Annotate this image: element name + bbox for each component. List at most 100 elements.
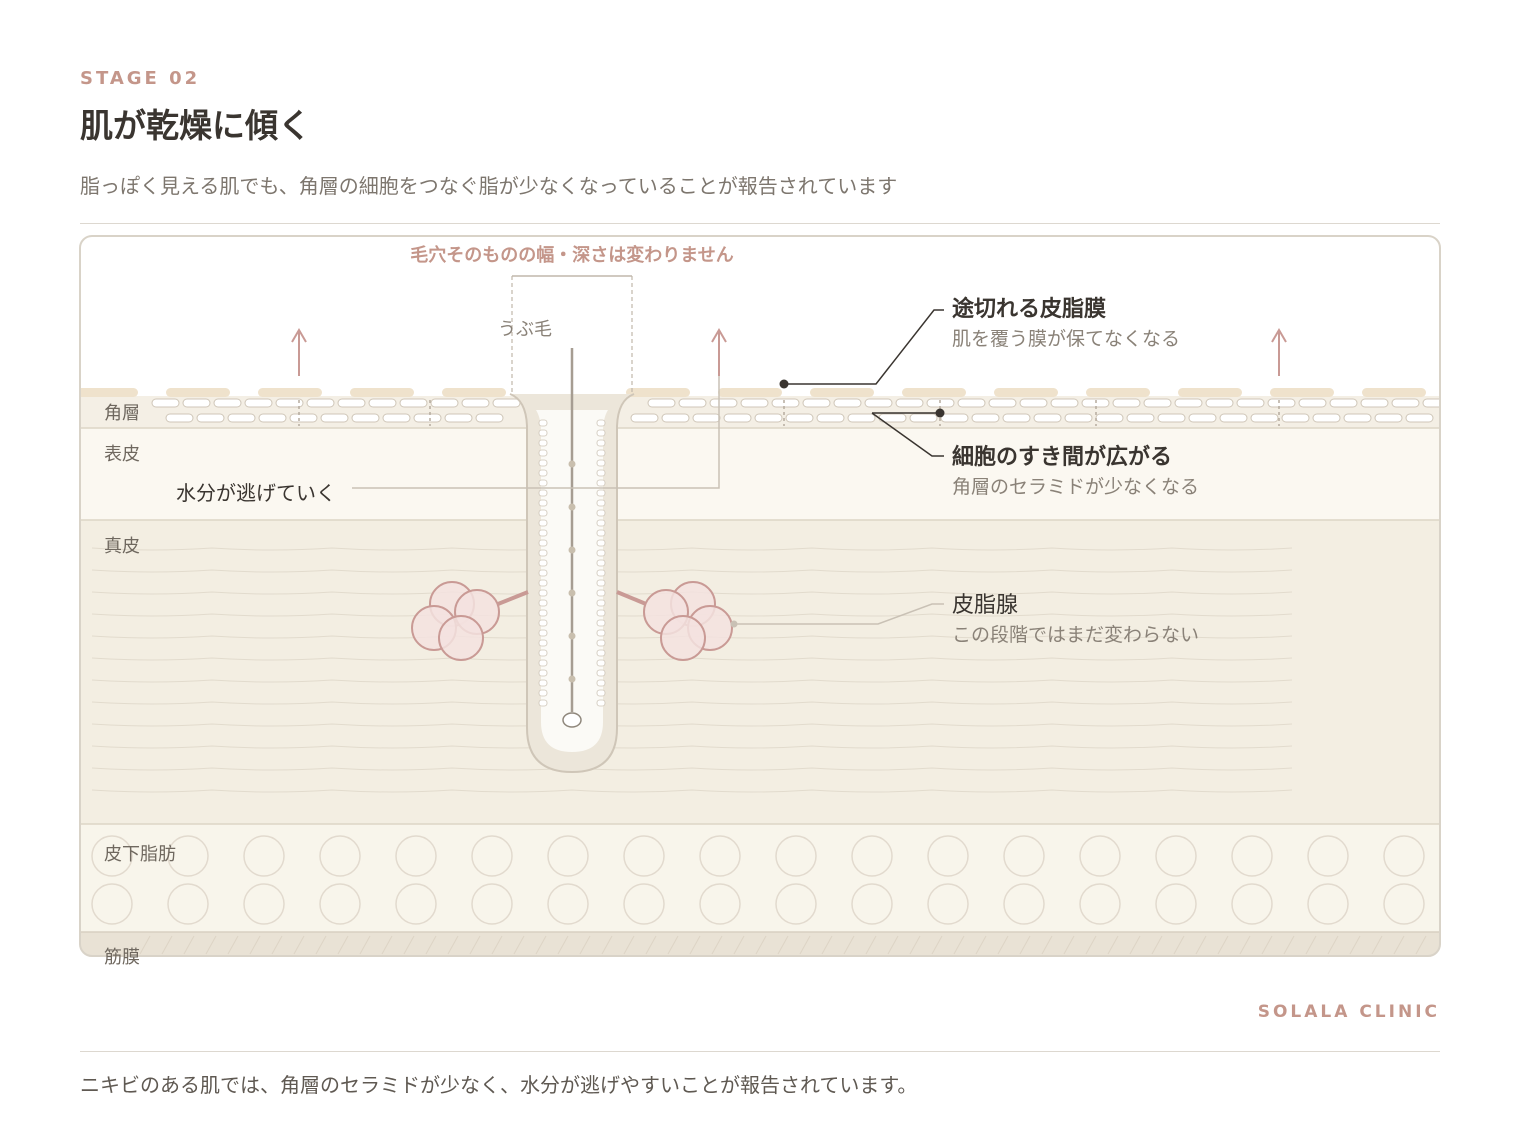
- corneum-cell: [320, 413, 349, 423]
- footer-note: ニキビのある肌では、角層のセラミドが少なく、水分が逃げやすいことが報告されていま…: [80, 1073, 918, 1097]
- clinic-brand: SOLALA CLINIC: [1257, 1002, 1440, 1022]
- dermis-fiber: [91, 723, 1293, 727]
- fascia-hatch-line: [821, 935, 833, 955]
- fascia-hatch-line: [249, 935, 261, 955]
- fascia-hatch-line: [997, 935, 1009, 955]
- sebum-patch: [1270, 388, 1334, 397]
- fascia-hatch-line: [623, 935, 635, 955]
- corneum-cell: [1205, 398, 1234, 408]
- fat-cell: [1307, 835, 1349, 877]
- corneum-cell: [1188, 413, 1217, 423]
- corneum-cell: [1267, 398, 1296, 408]
- page-subtitle: 脂っぽく見える肌でも、角層の細胞をつなぐ脂が少なくなっていることが報告されていま…: [80, 174, 898, 198]
- page-title: 肌が乾燥に傾く: [80, 106, 311, 145]
- fat-cell: [1231, 835, 1273, 877]
- follicle-cell: [596, 439, 606, 447]
- fascia-hatch-line: [1129, 935, 1141, 955]
- follicle-cell: [596, 529, 606, 537]
- follicle-cell: [596, 689, 606, 697]
- callout-cell-gap-title: 細胞のすき間が広がる: [952, 444, 1172, 470]
- follicle-cell: [538, 499, 548, 507]
- fat-cell: [851, 883, 893, 925]
- fat-cell: [1155, 883, 1197, 925]
- fat-cell: [927, 835, 969, 877]
- fat-cell: [167, 835, 209, 877]
- follicle-cell: [538, 669, 548, 677]
- fascia-hatch-line: [469, 935, 481, 955]
- fat-cell: [319, 883, 361, 925]
- corneum-cell: [430, 398, 459, 408]
- follicle-cell: [538, 679, 548, 687]
- corneum-cell: [802, 398, 831, 408]
- fascia-hatch-line: [227, 935, 239, 955]
- corneum-cell: [833, 398, 862, 408]
- fascia-hatch-line: [645, 935, 657, 955]
- hair-bulb: [562, 712, 582, 728]
- fascia-hatch-line: [381, 935, 393, 955]
- water-leader-line: [352, 376, 720, 489]
- follicle-cell: [596, 629, 606, 637]
- sebum-patch: [442, 388, 506, 397]
- corneum-cell: [306, 398, 335, 408]
- follicle-cell: [538, 689, 548, 697]
- callout-gland-desc: この段階ではまだ変わらない: [952, 624, 1199, 646]
- follicle-cell: [596, 619, 606, 627]
- corneum-cell: [864, 398, 893, 408]
- fascia-hatch-line: [1283, 935, 1295, 955]
- fascia-hatch-line: [1371, 935, 1383, 955]
- hair-dot: [568, 546, 576, 554]
- fascia-hatch-line: [1261, 935, 1273, 955]
- fascia-hatch-line: [579, 935, 591, 955]
- fascia-hatch-line: [689, 935, 701, 955]
- corneum-cells: [151, 398, 1440, 423]
- fat-cell: [623, 835, 665, 877]
- corneum-cell: [337, 398, 366, 408]
- fat-cell: [395, 883, 437, 925]
- corneum-cell: [909, 413, 938, 423]
- fascia-hatch-line: [953, 935, 965, 955]
- fascia-hatch-line: [1041, 935, 1053, 955]
- dermis-layer: [80, 520, 1440, 824]
- fat-cell: [1003, 883, 1045, 925]
- fat-cell: [775, 883, 817, 925]
- fascia-hatch-line: [1173, 935, 1185, 955]
- fascia-hatch-line: [865, 935, 877, 955]
- fascia-hatch-line: [425, 935, 437, 955]
- pore-width-marker: [511, 275, 633, 392]
- follicle-cell: [596, 669, 606, 677]
- corneum-cell: [940, 413, 969, 423]
- corneum-cell: [1391, 398, 1420, 408]
- corneum-cell: [1126, 413, 1155, 423]
- hair-dots: [568, 460, 576, 683]
- corneum-cell: [1281, 413, 1310, 423]
- corneum-cell: [492, 398, 521, 408]
- fat-cell: [851, 835, 893, 877]
- fascia-hatch-line: [447, 935, 459, 955]
- hair-follicle: [509, 348, 635, 774]
- dermis-fiber: [91, 789, 1293, 793]
- follicle-cell: [538, 539, 548, 547]
- corneum-cell: [289, 413, 318, 423]
- fat-cell: [1003, 835, 1045, 877]
- hair-dot: [568, 460, 576, 468]
- corneum-cell: [678, 398, 707, 408]
- callout-gland-leader: [730, 603, 944, 628]
- fascia-hatch-line: [1415, 935, 1427, 955]
- dermis-fiber: [91, 679, 1293, 683]
- corneum-cell: [213, 398, 242, 408]
- fat-cell: [167, 883, 209, 925]
- corneum-cell: [1174, 398, 1203, 408]
- follicle-cell: [538, 439, 548, 447]
- fat-cell: [927, 883, 969, 925]
- corneum-cell: [1329, 398, 1358, 408]
- fascia-hatch-line: [1195, 935, 1207, 955]
- hair-dot: [568, 632, 576, 640]
- fascia-hatch-line: [359, 935, 371, 955]
- fascia-hatch-line: [1085, 935, 1097, 955]
- fascia-hatch-line: [1217, 935, 1229, 955]
- fascia-hatch-line: [799, 935, 811, 955]
- follicle-cell: [596, 659, 606, 667]
- follicle-cell: [538, 489, 548, 497]
- follicle-cell: [538, 479, 548, 487]
